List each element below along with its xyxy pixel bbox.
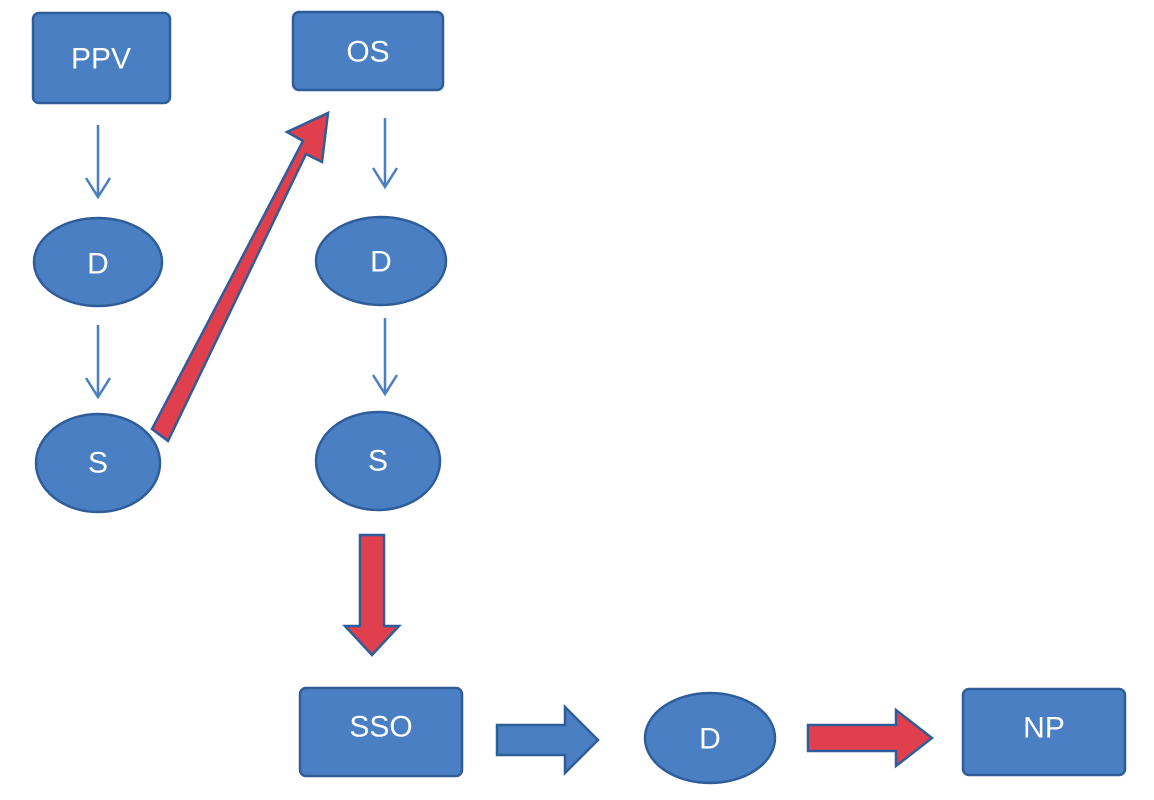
node-d1: D (32, 216, 164, 308)
node-d3: D (643, 691, 777, 785)
node-d2-label: D (370, 246, 392, 279)
node-d1-label: D (87, 248, 109, 281)
arrow-d3-to-np (806, 707, 935, 769)
node-os-label: OS (346, 36, 389, 69)
node-d3-label: D (699, 723, 721, 756)
node-s2: S (314, 410, 442, 512)
node-ppv-label: PPV (71, 43, 131, 76)
node-sso-label: SSO (349, 711, 412, 744)
node-ppv: PPV (31, 11, 172, 105)
node-s2-label: S (368, 445, 388, 478)
arrow-os-to-d2 (371, 118, 399, 190)
arrow-ppv-to-d1 (84, 125, 112, 200)
node-np: NP (961, 687, 1127, 777)
arrow-s2-to-sso (342, 533, 402, 657)
node-s1-label: S (88, 447, 108, 480)
node-d2: D (314, 215, 448, 307)
arrow-s1-to-os (150, 110, 330, 443)
node-np-label: NP (1023, 712, 1065, 745)
node-sso: SSO (298, 686, 464, 778)
arrow-d2-to-s2 (371, 318, 399, 397)
node-os: OS (291, 10, 445, 92)
node-s1: S (34, 412, 162, 514)
arrow-sso-to-d3 (495, 703, 600, 777)
arrow-d1-to-s1 (84, 325, 112, 400)
